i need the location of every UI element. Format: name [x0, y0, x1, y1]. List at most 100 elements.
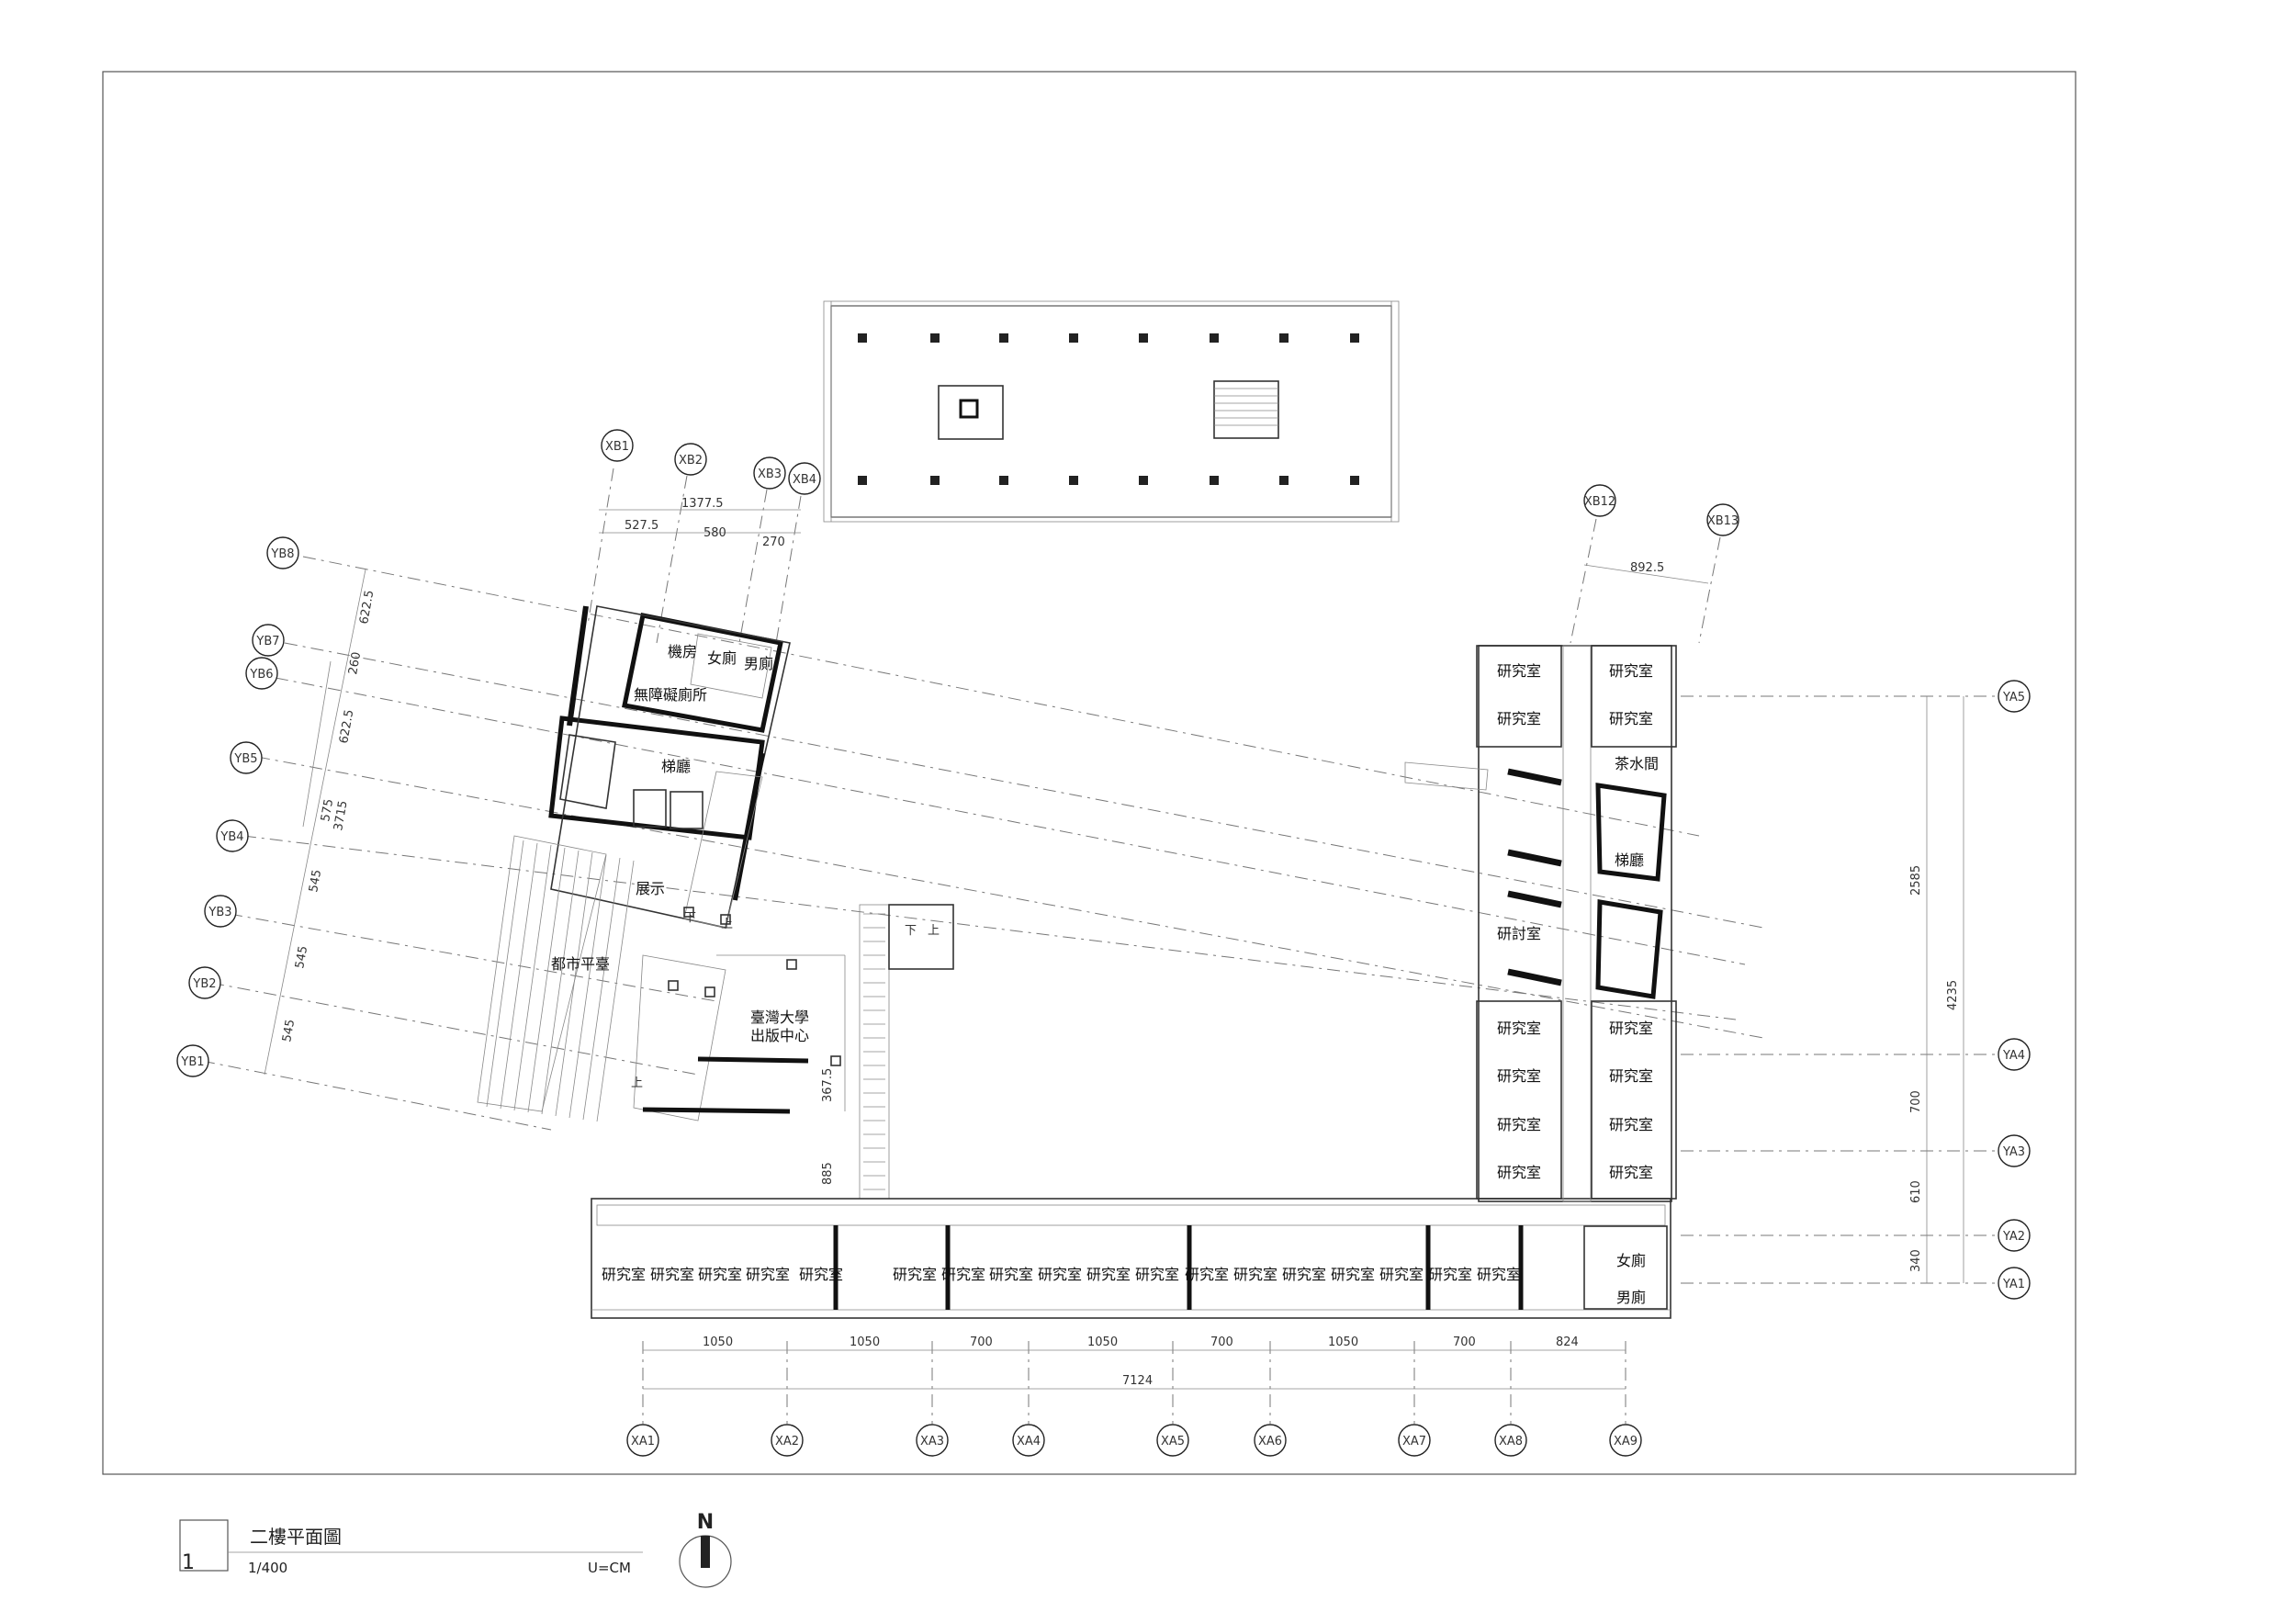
grid-xa9: XA9: [1614, 1435, 1638, 1448]
north-label: N: [697, 1511, 714, 1534]
stair-up-mark: 上: [631, 1076, 643, 1090]
room-research: 研究室: [1038, 1266, 1082, 1283]
grid-xa5: XA5: [1161, 1435, 1185, 1448]
grid-yb6: YB6: [249, 668, 273, 682]
room-research: 研究室: [1331, 1266, 1375, 1283]
room-research: 研究室: [1609, 1020, 1653, 1037]
dim-yb-1: 622.5: [357, 589, 377, 625]
dim-yb-2: 260: [346, 651, 364, 676]
room-research: 研究室: [989, 1266, 1033, 1283]
room-research: 研究室: [1428, 1266, 1472, 1283]
room-research: 研究室: [1609, 662, 1653, 680]
room-press-line2: 出版中心: [750, 1027, 809, 1044]
room-labels: 機房 女廁 男廁 無障礙廁所 梯廳 展示 都市平臺 臺灣大學 出版中心 研究室 …: [551, 643, 1659, 1306]
dim-misc-b: 885: [821, 1162, 835, 1185]
room-research: 研究室: [602, 1266, 646, 1283]
xb-dimensions: 1377.5 527.5 580 270 892.5: [599, 497, 1709, 584]
room-women-east: 女廁: [1616, 1252, 1646, 1269]
grid-ya2: YA2: [2002, 1230, 2025, 1244]
grid-ya3: YA3: [2002, 1145, 2025, 1159]
dim-xb-3: 270: [762, 535, 785, 549]
room-research: 研究室: [650, 1266, 694, 1283]
dim-xa-5: 700: [1210, 1336, 1233, 1349]
room-research: 研究室: [1497, 1116, 1541, 1133]
dim-ya-3: 700: [1909, 1090, 1923, 1113]
dim-yb-4: 575: [319, 798, 336, 823]
grid-xb13: XB13: [1707, 514, 1739, 528]
room-research: 研究室: [893, 1266, 937, 1283]
dim-yb-7: 545: [280, 1019, 298, 1043]
grid-xa7: XA7: [1402, 1435, 1426, 1448]
room-research: 研究室: [1497, 1164, 1541, 1181]
grid-ya4: YA4: [2002, 1049, 2025, 1063]
title-block: 1 二樓平面圖 1/400 U=CM: [179, 1519, 643, 1576]
grid-ya1: YA1: [2002, 1278, 2025, 1291]
dim-xa-6: 1050: [1328, 1336, 1358, 1349]
dim-xa-3: 700: [970, 1336, 993, 1349]
grid-yb5: YB5: [233, 752, 257, 766]
dim-misc-a: 367.5: [821, 1068, 835, 1102]
dim-xa-2: 1050: [850, 1336, 880, 1349]
stair-marks: 下 上 下 上 上: [631, 911, 940, 1090]
drawing-title: 二樓平面圖: [250, 1526, 342, 1548]
grid-xb2: XB2: [679, 454, 703, 468]
room-research: 研究室: [1497, 662, 1541, 680]
room-research: 研究室: [1233, 1266, 1277, 1283]
dim-yb-5: 545: [307, 869, 324, 894]
dim-xb-2: 580: [703, 526, 726, 540]
room-research: 研究室: [1477, 1266, 1521, 1283]
room-exhibit: 展示: [636, 880, 665, 897]
stair-down-mark: 下: [684, 911, 696, 925]
room-research: 研究室: [1185, 1266, 1229, 1283]
north-arrow-icon: N: [679, 1511, 732, 1588]
dim-ya-4: 2585: [1909, 865, 1923, 896]
stair-down-mark: 下: [905, 924, 917, 938]
grid-yb7: YB7: [255, 635, 279, 648]
room-men-west: 男廁: [744, 655, 773, 672]
dim-yb-3: 622.5: [337, 708, 356, 744]
south-wing: [591, 1198, 1671, 1319]
grid-xa4: XA4: [1017, 1435, 1041, 1448]
room-research: 研究室: [1497, 710, 1541, 727]
dim-xa-7: 700: [1453, 1336, 1476, 1349]
stair-up-mark: 上: [721, 918, 733, 931]
room-research: 研究室: [1497, 1067, 1541, 1085]
xa-bubbles: XA1 XA2 XA3 XA4 XA5 XA6 XA7 XA8 XA9: [626, 1424, 1642, 1457]
grid-yb2: YB2: [192, 977, 216, 991]
yb-dimensions: 622.5 260 622.5 575 545 545 545 3715: [264, 569, 377, 1076]
connector-stair: [859, 904, 954, 1200]
dim-xb-total: 1377.5: [681, 497, 724, 511]
grid-xa8: XA8: [1499, 1435, 1523, 1448]
room-research: 研究室: [1609, 1164, 1653, 1181]
dim-xb-1: 527.5: [625, 519, 658, 533]
xb-grid-lines: [587, 468, 1721, 644]
room-seminar: 研討室: [1497, 925, 1541, 942]
xa-dimensions: 1050 1050 700 1050 700 1050 700 824 7124: [643, 1336, 1626, 1390]
dim-ya-total: 4235: [1946, 980, 1960, 1010]
room-women-west: 女廁: [707, 649, 737, 667]
room-research: 研究室: [1609, 1116, 1653, 1133]
room-machine: 機房: [668, 643, 697, 660]
grid-xb3: XB3: [758, 468, 782, 481]
room-research: 研究室: [1609, 1067, 1653, 1085]
room-research: 研究室: [1609, 710, 1653, 727]
room-terrace: 都市平臺: [551, 955, 610, 973]
room-lobby-west: 梯廳: [661, 758, 691, 775]
room-research: 研究室: [1135, 1266, 1179, 1283]
grid-xa2: XA2: [775, 1435, 799, 1448]
yb-bubbles: YB1 YB2 YB3 YB4 YB5 YB6 YB7 YB8: [176, 536, 299, 1077]
drawing-unit: U=CM: [588, 1560, 631, 1576]
north-pavilion: [823, 300, 1400, 523]
yb-grid-lines: [201, 556, 1764, 1131]
grid-yb1: YB1: [180, 1055, 204, 1069]
grid-yb4: YB4: [219, 830, 243, 844]
grid-xb4: XB4: [793, 473, 816, 487]
room-research: 研究室: [1282, 1266, 1326, 1283]
grid-xa1: XA1: [631, 1435, 655, 1448]
dim-xa-total: 7124: [1122, 1374, 1153, 1388]
grid-yb8: YB8: [270, 547, 294, 561]
stair-up-mark: 上: [928, 924, 940, 938]
drawing-scale: 1/400: [248, 1560, 287, 1576]
xb-bubbles: XB1 XB2 XB3 XB4 XB12 XB13: [601, 429, 1739, 536]
